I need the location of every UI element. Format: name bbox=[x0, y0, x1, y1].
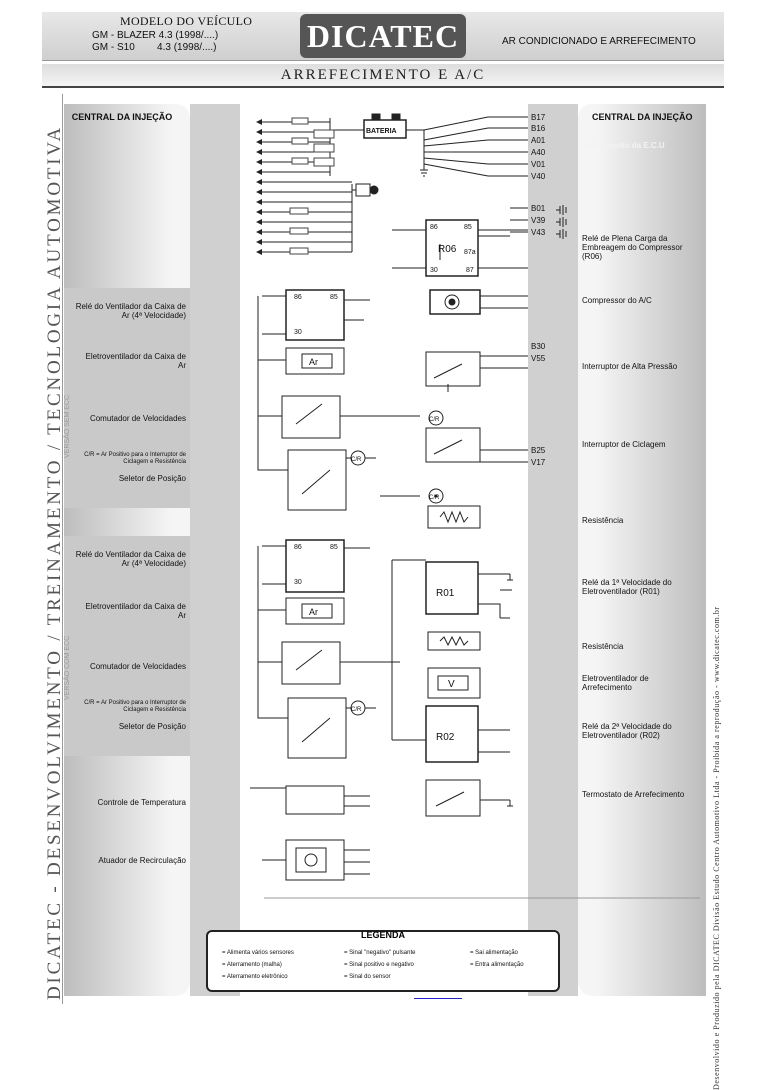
label-comutador-1: Comutador de Velocidades bbox=[89, 414, 186, 423]
cr-label-3: C/R bbox=[429, 495, 440, 501]
legend-item-1: = Alimenta vários sensores bbox=[222, 950, 294, 956]
model-title: MODELO DO VEÍCULO bbox=[120, 14, 253, 28]
pin-b16: B16 bbox=[531, 124, 546, 133]
label-eletroventilador-1: Eletroventilador da Caixa de Ar bbox=[85, 352, 186, 370]
label-comutador-2: Comutador de Velocidades bbox=[89, 662, 186, 671]
label-alta-pressao: Interruptor de Alta Pressão bbox=[582, 362, 678, 371]
label-relay-ventilador-1: Relé do Ventilador da Caixa de Ar (4ª Ve… bbox=[75, 302, 186, 320]
dicatec-logo: DICATEC bbox=[300, 14, 466, 58]
pin-b30: B30 bbox=[531, 342, 546, 351]
relay-pin-87: 87 bbox=[466, 267, 474, 274]
label-resistencia-2: Resistência bbox=[582, 642, 624, 651]
relay-pin-30: 30 bbox=[430, 267, 438, 274]
cr-label-1: C/R bbox=[351, 457, 362, 463]
legend-item-4: = Aterramento (malha) bbox=[222, 962, 282, 968]
relay-r06-label: R06 bbox=[438, 244, 457, 255]
label-eletroventilador-2: Eletroventilador da Caixa de Ar bbox=[85, 602, 186, 620]
legend-item-8: = Sinal do sensor bbox=[344, 974, 391, 980]
label-controle-temperatura: Controle de Temperatura bbox=[97, 798, 186, 807]
left-vertical-strip: DICATEC - DESENVOLVIMENTO / TREINAMENTO … bbox=[42, 94, 65, 1004]
relay-left-pin-85: 85 bbox=[330, 294, 338, 301]
pin-b01: B01 bbox=[531, 204, 546, 213]
label-cr-1: C/R = Ar Positivo para o Interruptor de … bbox=[84, 452, 186, 465]
left-section-1 bbox=[64, 288, 190, 508]
relay-r01-label: R01 bbox=[436, 588, 455, 599]
legend-title: LEGENDA bbox=[360, 930, 405, 940]
pin-a40: A40 bbox=[531, 148, 546, 157]
label-relay-r01: Relé da 1ª Velocidade do Eletroventilado… bbox=[582, 578, 672, 596]
right-connector-column bbox=[528, 104, 578, 996]
right-panel bbox=[578, 104, 706, 996]
relay-pin-86: 86 bbox=[430, 224, 438, 231]
pin-v40: V40 bbox=[531, 172, 546, 181]
legend-item-6: = Entra alimentação bbox=[470, 962, 524, 968]
right-faded-label: Aterramento da E.C.U bbox=[582, 141, 665, 150]
legend-item-5: = Sinal positivo e negativo bbox=[344, 962, 414, 968]
v-fan-label: V bbox=[448, 679, 455, 690]
pin-v17: V17 bbox=[531, 458, 546, 467]
relay-left2-pin-85: 85 bbox=[330, 544, 338, 551]
ar-fan-label-2: Ar bbox=[309, 607, 318, 617]
relay-left2-pin-30: 30 bbox=[294, 579, 302, 586]
left-connector-column bbox=[190, 104, 240, 996]
label-cr-2: C/R = Ar Positivo para o Interruptor de … bbox=[84, 700, 186, 713]
label-resistencia-1: Resistência bbox=[582, 516, 624, 525]
vehicle-line-2: GM - S10 4.3 (1998/....) bbox=[92, 42, 217, 53]
left-section-2 bbox=[64, 536, 190, 756]
relay-left2-pin-86: 86 bbox=[294, 544, 302, 551]
pin-v55: V55 bbox=[531, 354, 546, 363]
right-central-header: CENTRAL DA INJEÇÃO bbox=[592, 112, 693, 122]
relay-pin-87a: 87a bbox=[464, 249, 476, 256]
legend-item-2: = Sinal "negativo" pulsante bbox=[344, 950, 416, 956]
system-name: AR CONDICIONADO E ARREFECIMENTO bbox=[502, 36, 696, 47]
label-seletor-1: Seletor de Posição bbox=[118, 474, 186, 483]
cr-label-4: C/R bbox=[351, 707, 362, 713]
legend-item-3: = Sai alimentação bbox=[470, 950, 518, 956]
relay-left-pin-30: 30 bbox=[294, 329, 302, 336]
pin-b17: B17 bbox=[531, 113, 546, 122]
pin-v39: V39 bbox=[531, 216, 546, 225]
relay-pin-85: 85 bbox=[464, 224, 472, 231]
pin-v01: V01 bbox=[531, 160, 546, 169]
pin-a01: A01 bbox=[531, 136, 546, 145]
header-bar: MODELO DO VEÍCULO GM - BLAZER 4.3 (1998/… bbox=[42, 12, 724, 61]
vehicle-line-1: GM - BLAZER 4.3 (1998/....) bbox=[92, 30, 219, 41]
ar-fan-label-1: Ar bbox=[309, 357, 318, 367]
label-seletor-2: Seletor de Posição bbox=[118, 722, 186, 731]
legend-box: LEGENDA = Alimenta vários sensores = Sin… bbox=[206, 930, 560, 992]
label-compressor: Compressor do A/C bbox=[582, 296, 652, 305]
cr-label-2: C/R bbox=[429, 417, 440, 423]
relay-left-pin-86: 86 bbox=[294, 294, 302, 301]
wiring-diagram: BATERIA R06 R01 R02 Ar Ar V C/R C/R C/R … bbox=[250, 113, 700, 899]
label-relay-r02: Relé da 2ª Velocidade do Eletroventilado… bbox=[582, 722, 672, 740]
label-ciclagem: Interruptor de Ciclagem bbox=[582, 440, 666, 449]
legend-item-7: = Aterramento eletrônico bbox=[222, 974, 288, 980]
left-central-header: CENTRAL DA INJEÇÃO bbox=[71, 112, 173, 122]
page-title: ARREFECIMENTO E A/C bbox=[42, 64, 724, 88]
pin-v43: V43 bbox=[531, 228, 546, 237]
battery-label: BATERIA bbox=[366, 128, 397, 135]
relay-r02-label: R02 bbox=[436, 732, 455, 743]
label-termostato: Termostato de Arrefecimento bbox=[582, 790, 685, 799]
label-relay-r06: Relé de Plena Carga da Embreagem do Comp… bbox=[582, 234, 683, 261]
pin-b25: B25 bbox=[531, 446, 546, 455]
label-eletroventilador-arrefecimento: Eletroventilador de Arrefecimento bbox=[582, 674, 649, 692]
label-relay-ventilador-2: Relé do Ventilador da Caixa de Ar (4ª Ve… bbox=[75, 550, 186, 568]
label-atuador-recirculacao: Atuador de Recirculação bbox=[98, 856, 186, 865]
footer-link-underline[interactable] bbox=[414, 998, 462, 999]
